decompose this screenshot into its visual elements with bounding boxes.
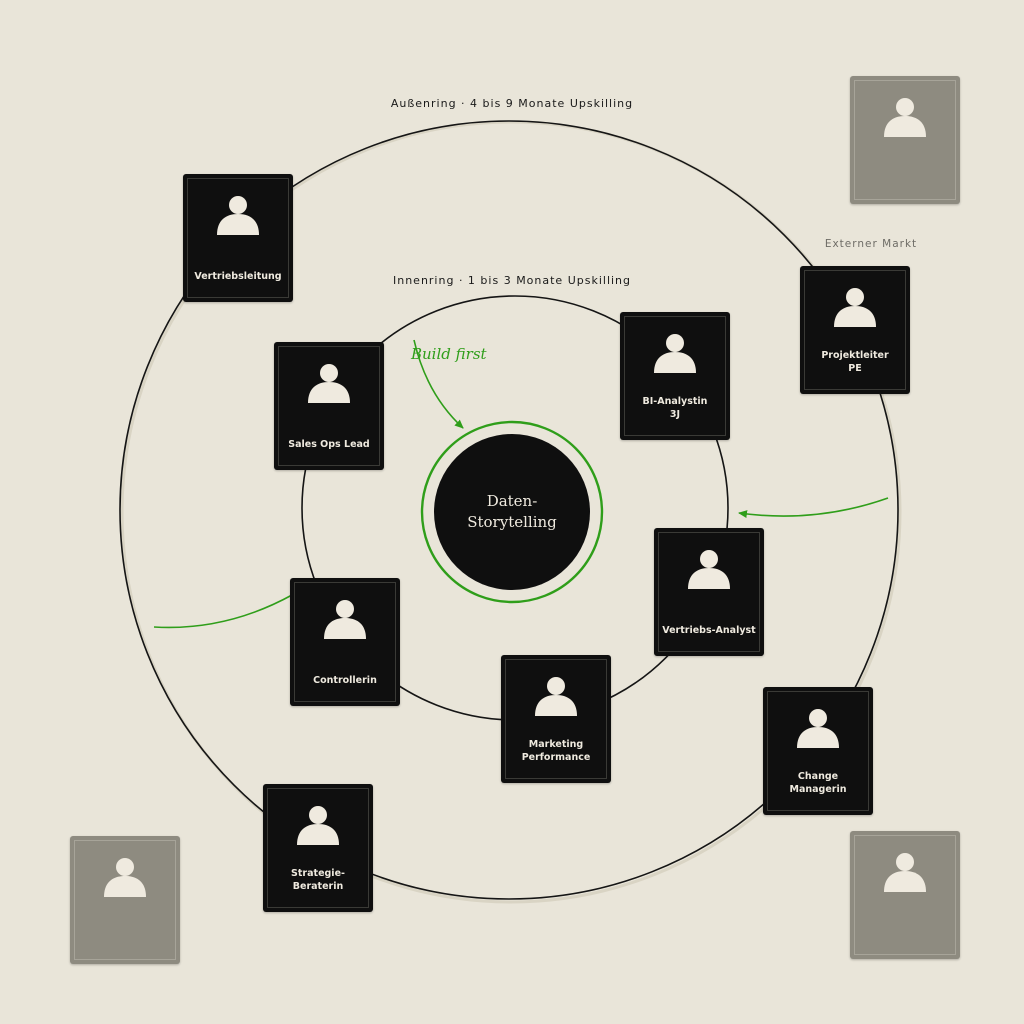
role-card-strategie-beraterin[interactable]: Strategie-Beraterin bbox=[263, 784, 373, 912]
build-first-arrow bbox=[413, 339, 464, 429]
external-market-arrow bbox=[738, 497, 889, 519]
person-icon bbox=[535, 677, 577, 716]
role-card-vertriebsleitung[interactable]: Vertriebsleitung bbox=[183, 174, 293, 302]
placeholder-card-bottom-left[interactable] bbox=[70, 836, 180, 964]
person-icon bbox=[308, 364, 350, 403]
card-frame: Sales Ops Lead bbox=[278, 346, 380, 466]
card-frame bbox=[854, 80, 956, 200]
placeholder-card-bottom-right[interactable] bbox=[850, 831, 960, 959]
role-card-sales-ops-lead[interactable]: Sales Ops Lead bbox=[274, 342, 384, 470]
person-icon bbox=[688, 550, 730, 589]
person-icon bbox=[654, 334, 696, 373]
person-icon bbox=[297, 806, 339, 845]
person-icon bbox=[884, 98, 926, 137]
card-frame: Controllerin bbox=[294, 582, 396, 702]
external-market-label: Externer Markt bbox=[824, 238, 918, 250]
card-frame: Vertriebsleitung bbox=[187, 178, 289, 298]
outer-ring-label: Außenring · 4 bis 9 Monate Upskilling bbox=[390, 97, 634, 110]
center-halo bbox=[420, 420, 604, 604]
person-icon bbox=[104, 858, 146, 897]
person-icon bbox=[324, 600, 366, 639]
role-card-controllerin[interactable]: Controllerin bbox=[290, 578, 400, 706]
center-node-line-2: Storytelling bbox=[467, 513, 557, 531]
card-frame: Vertriebs-Analyst bbox=[658, 532, 760, 652]
role-name: Vertriebs-Analyst bbox=[662, 625, 756, 636]
person-icon bbox=[797, 709, 839, 748]
role-name: Controllerin bbox=[313, 675, 377, 686]
outer-ring-shadow bbox=[120, 120, 902, 904]
role-card-vertriebs-analyst[interactable]: Vertriebs-Analyst bbox=[654, 528, 764, 656]
center-node-line-1: Daten- bbox=[486, 492, 538, 510]
outer-ring bbox=[119, 120, 899, 900]
role-name: Strategie-Beraterin bbox=[291, 868, 345, 892]
card-frame: Strategie-Beraterin bbox=[267, 788, 369, 908]
placeholder-card-top-right[interactable] bbox=[850, 76, 960, 204]
inner-ring-label: Innenring · 1 bis 3 Monate Upskilling bbox=[392, 274, 632, 287]
person-icon bbox=[834, 288, 876, 327]
role-name: Vertriebsleitung bbox=[194, 271, 282, 282]
person-icon bbox=[884, 853, 926, 892]
role-name: Sales Ops Lead bbox=[288, 439, 370, 450]
card-frame bbox=[74, 840, 176, 960]
build-first-label: Build first bbox=[411, 345, 487, 363]
card-frame bbox=[854, 835, 956, 955]
person-icon bbox=[217, 196, 259, 235]
controllerin-connector bbox=[153, 594, 293, 629]
center-node-daten-storytelling[interactable]: Daten- Storytelling bbox=[434, 434, 590, 590]
